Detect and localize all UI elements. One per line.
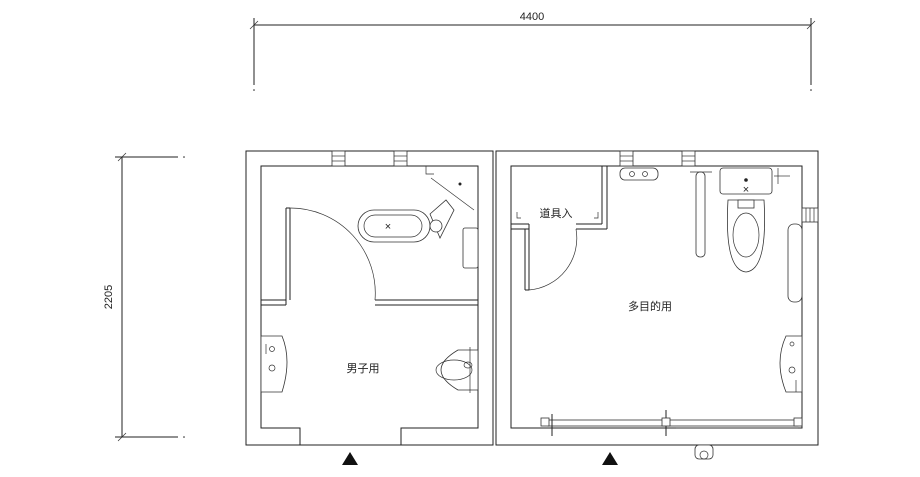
mens-entrance-arrow xyxy=(342,452,358,465)
grab-bar xyxy=(695,171,706,258)
mens-room-label: 男子用 xyxy=(347,362,380,375)
western-toilet: × xyxy=(719,167,790,273)
height-label: 2205 xyxy=(103,285,115,309)
multipurpose-entrance-arrow xyxy=(602,452,618,465)
squat-toilet: × xyxy=(357,199,455,243)
mens-sink xyxy=(260,335,288,393)
hand-dryer xyxy=(619,167,659,181)
mens-room: × 男子用 xyxy=(245,150,494,446)
folding-rail xyxy=(787,207,819,303)
exterior-fitting xyxy=(694,444,714,460)
tank xyxy=(462,227,479,269)
width-dimension: 4400 xyxy=(249,11,816,91)
multipurpose-sink xyxy=(779,335,803,393)
multipurpose-room: × xyxy=(495,150,819,460)
sliding-door xyxy=(540,410,803,436)
urinal xyxy=(435,347,479,393)
sink-mark: × xyxy=(743,184,749,196)
height-dimension: 2205 xyxy=(103,152,185,442)
storage-label: 道具入 xyxy=(540,206,573,220)
toilet-mark: × xyxy=(385,221,391,233)
multipurpose-room-label: 多目的用 xyxy=(628,299,672,313)
width-label: 4400 xyxy=(520,11,544,23)
